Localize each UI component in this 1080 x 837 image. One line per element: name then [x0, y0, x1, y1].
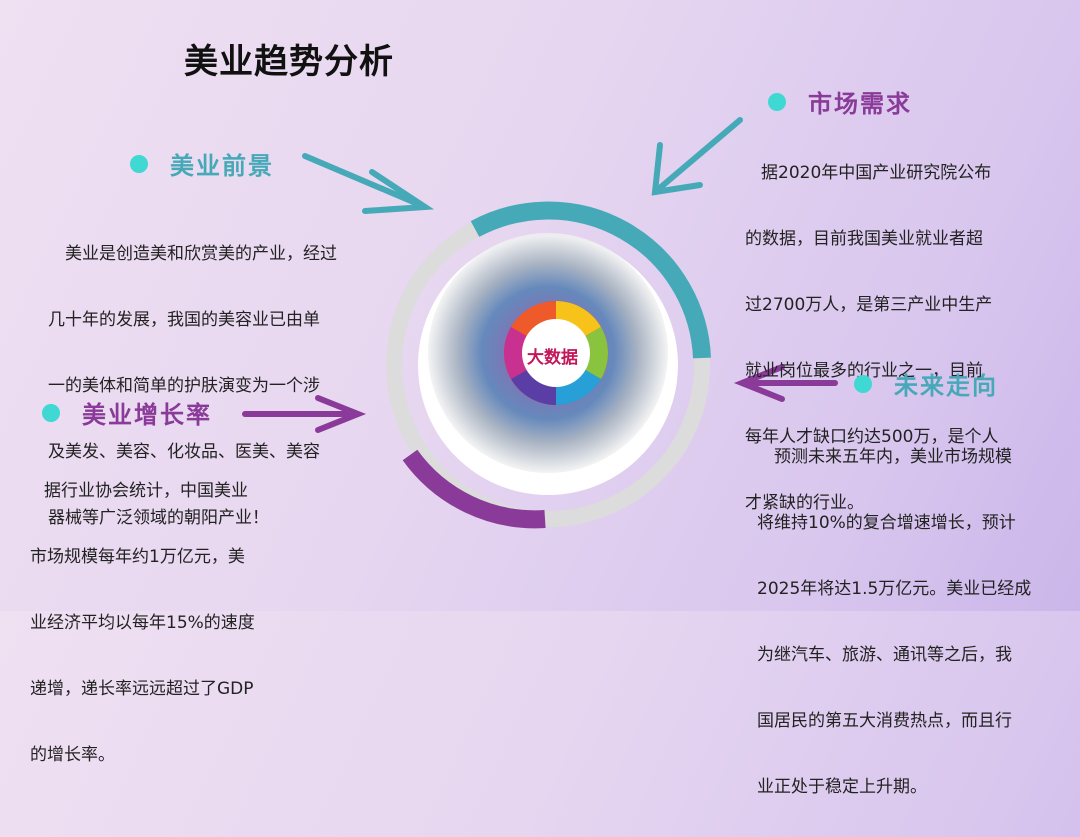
heading-prospect: 美业前景	[130, 146, 274, 181]
text-line: 及美发、美容、化妆品、医美、美容	[48, 442, 320, 462]
bullet-dot	[130, 154, 148, 173]
text-line: 为继汽车、旅游、通讯等之后，我	[757, 645, 1012, 665]
heading-growth: 美业增长率	[42, 395, 212, 430]
arrow-prospect	[302, 153, 435, 214]
text-line: 每年人才缺口约达500万，是个人	[745, 427, 999, 447]
text-line: 将维持10%的复合增速增长，预计	[757, 513, 1016, 533]
bullet-dot	[854, 374, 872, 393]
text-line: 器械等广泛领域的朝阳产业！	[48, 508, 269, 528]
arrow-future	[733, 364, 838, 402]
text-line: 递增，递长率远远超过了GDP	[30, 679, 254, 699]
text-line: 美业是创造美和欣赏美的产业，经过	[65, 244, 337, 264]
center-graphic	[242, 117, 838, 529]
text-line: 国居民的第五大消费热点，而且行	[757, 711, 1012, 731]
text-line: 据2020年中国产业研究院公布	[761, 163, 992, 183]
text-line: 业经济平均以每年15%的速度	[30, 613, 255, 633]
arrow-demand	[651, 117, 743, 196]
text-line: 过2700万人，是第三产业中生产	[745, 295, 993, 315]
page-title: 美业趋势分析	[184, 42, 394, 82]
bullet-dot	[42, 403, 60, 422]
center-label: 大数据	[527, 348, 578, 368]
text-line: 市场规模每年约1万亿元，美	[30, 547, 245, 567]
bullet-dot	[768, 92, 786, 111]
paragraph-future: 预测未来五年内，美业市场规模 将维持10%的复合增速增长，预计 2025年将达1…	[757, 408, 1067, 837]
text-line: 的增长率。	[30, 745, 115, 765]
color-wheel	[504, 301, 608, 405]
paragraph-growth: 据行业协会统计，中国美业 市场规模每年约1万亿元，美 业经济平均以每年15%的速…	[30, 442, 320, 805]
teal-arc	[470, 201, 711, 359]
paragraph-demand: 据2020年中国产业研究院公布 的数据，目前我国美业就业者超 过2700万人，是…	[745, 124, 1045, 553]
text-line: 据行业协会统计，中国美业	[44, 481, 248, 501]
heading-demand: 市场需求	[768, 84, 912, 119]
purple-arc	[402, 449, 546, 529]
text-line: 几十年的发展，我国的美容业已由单	[48, 310, 320, 330]
heading-future: 未来走向	[854, 366, 998, 401]
arrow-growth	[242, 395, 367, 433]
text-line: 一的美体和简单的护肤演变为一个涉	[48, 376, 320, 396]
text-line: 才紧缺的行业。	[745, 493, 864, 513]
text-line: 预测未来五年内，美业市场规模	[774, 447, 1012, 467]
text-line: 的数据，目前我国美业就业者超	[745, 229, 983, 249]
text-line: 2025年将达1.5万亿元。美业已经成	[757, 579, 1032, 599]
paragraph-prospect: 美业是创造美和欣赏美的产业，经过 几十年的发展，我国的美容业已由单 一的美体和简…	[48, 205, 398, 568]
text-line: 业正处于稳定上升期。	[757, 777, 927, 797]
text-line: 就业岗位最多的行业之一，目前	[745, 361, 983, 381]
